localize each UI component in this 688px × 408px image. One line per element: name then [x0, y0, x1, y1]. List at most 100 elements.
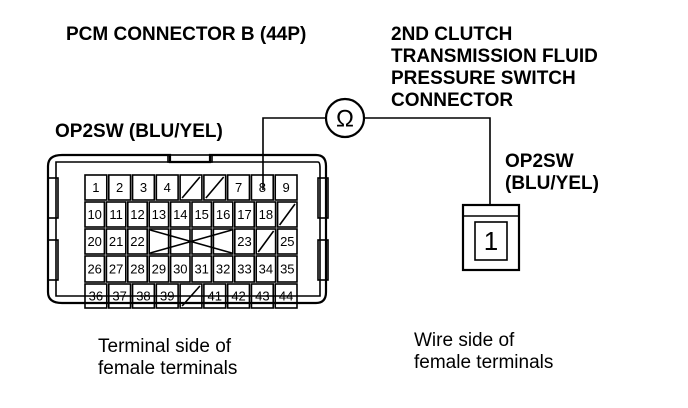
- pcm-caption-line1: Terminal side of: [98, 336, 232, 357]
- pcm-terminal-cell: [84, 201, 106, 228]
- pcm-terminal-cell: [148, 255, 170, 283]
- pcm-terminal-cell: [250, 283, 275, 309]
- pcm-terminal-cell: [169, 228, 191, 255]
- pcm-terminal-cell: [191, 201, 213, 228]
- pcm-terminal-cell: [255, 201, 277, 228]
- pcm-terminal-7: 7: [235, 180, 242, 195]
- pcm-terminal-27: 27: [109, 262, 123, 277]
- blank-terminal-cross: [149, 229, 233, 254]
- pcm-terminal-31: 31: [194, 262, 208, 277]
- pcm-terminal-cell: [84, 283, 108, 309]
- pcm-terminal-cell: [131, 283, 156, 309]
- pcm-terminal-cell: [84, 228, 106, 255]
- pcm-terminal-cell: [203, 283, 227, 309]
- blank-terminal-slash: [278, 203, 296, 226]
- pcm-terminal-cell: [155, 283, 179, 309]
- pcm-terminal-cell: [212, 255, 234, 283]
- pcm-terminal-11: 11: [109, 207, 123, 222]
- pcm-terminal-cell: [212, 228, 234, 255]
- pcm-terminal-cell: [84, 255, 106, 283]
- switch-title-line2: TRANSMISSION FLUID: [391, 46, 598, 67]
- pcm-terminal-25: 25: [280, 234, 294, 249]
- pcm-terminal-cell: [169, 201, 191, 228]
- blank-terminal-slash: [181, 176, 201, 199]
- pcm-connector-housing: [46, 153, 329, 305]
- pcm-terminal-33: 33: [237, 262, 251, 277]
- pcm-terminal-34: 34: [259, 262, 273, 277]
- pcm-terminal-cell: [203, 174, 227, 201]
- pcm-terminal-cell: [179, 283, 203, 309]
- pcm-terminal-32: 32: [216, 262, 230, 277]
- switch-connector: 1: [461, 203, 521, 272]
- pcm-terminal-18: 18: [259, 207, 273, 222]
- pcm-terminal-9: 9: [282, 180, 289, 195]
- switch-wire-label-line2: (BLU/YEL): [505, 173, 599, 194]
- pcm-terminal-22: 22: [130, 234, 144, 249]
- pcm-terminal-cell: [250, 174, 275, 201]
- pcm-terminal-cell: [107, 174, 132, 201]
- pcm-terminal-15: 15: [194, 207, 208, 222]
- pcm-terminal-38: 38: [136, 289, 150, 304]
- blank-terminal-slash: [205, 176, 225, 199]
- pcm-terminal-37: 37: [112, 289, 126, 304]
- pcm-terminal-cell: [127, 201, 149, 228]
- pcm-terminal-4: 4: [164, 180, 171, 195]
- pcm-terminal-10: 10: [87, 207, 101, 222]
- ohm-symbol-icon: Ω: [336, 106, 354, 133]
- pcm-terminal-cell: [234, 201, 256, 228]
- pcm-terminal-cell: [276, 255, 298, 283]
- pcm-terminal-cell: [127, 228, 149, 255]
- pcm-terminal-44: 44: [279, 289, 293, 304]
- pcm-terminal-cell: [148, 201, 170, 228]
- pcm-terminal-2: 2: [116, 180, 123, 195]
- pcm-terminal-20: 20: [87, 234, 101, 249]
- pcm-caption-line2: female terminals: [98, 358, 237, 379]
- pcm-terminal-41: 41: [208, 289, 222, 304]
- pcm-terminal-29: 29: [152, 262, 166, 277]
- pcm-terminal-26: 26: [87, 262, 101, 277]
- pcm-terminal-cell: [148, 228, 170, 255]
- pcm-terminal-36: 36: [89, 289, 103, 304]
- blank-terminal-slash: [257, 230, 275, 253]
- switch-wire-label-line1: OP2SW: [505, 151, 574, 172]
- pcm-terminal-23: 23: [237, 234, 251, 249]
- switch-caption-line2: female terminals: [414, 352, 553, 373]
- probe-wire-switch: [364, 117, 491, 205]
- pcm-terminal-cell: [105, 255, 127, 283]
- pcm-terminal-cell: [191, 255, 213, 283]
- pcm-terminal-1: 1: [92, 180, 99, 195]
- pcm-terminal-cell: [127, 255, 149, 283]
- pcm-terminal-21: 21: [109, 234, 123, 249]
- pcm-terminal-28: 28: [130, 262, 144, 277]
- switch-title-line3: PRESSURE SWITCH: [391, 68, 576, 89]
- pcm-terminal-3: 3: [140, 180, 147, 195]
- pcm-connector-title: PCM CONNECTOR B (44P): [66, 24, 306, 45]
- pcm-terminal-39: 39: [160, 289, 174, 304]
- pcm-terminal-14: 14: [173, 207, 187, 222]
- blank-terminal-slash: [181, 285, 201, 307]
- pcm-wire-label: OP2SW (BLU/YEL): [55, 121, 223, 142]
- switch-title-line1: 2ND CLUTCH: [391, 24, 512, 45]
- pcm-terminal-cell: [105, 228, 127, 255]
- switch-terminal-1: 1: [484, 226, 498, 256]
- pcm-terminal-cell: [276, 201, 298, 228]
- pcm-terminal-17: 17: [237, 207, 251, 222]
- pcm-terminal-cell: [255, 255, 277, 283]
- switch-title-line4: CONNECTOR: [391, 90, 513, 111]
- pcm-terminal-42: 42: [231, 289, 245, 304]
- pcm-terminal-12: 12: [130, 207, 144, 222]
- pcm-terminal-cell: [226, 174, 251, 201]
- pcm-terminal-16: 16: [216, 207, 230, 222]
- pcm-terminal-cell: [212, 201, 234, 228]
- pcm-terminal-cell: [179, 174, 203, 201]
- pcm-terminal-cell: [155, 174, 179, 201]
- pcm-terminal-30: 30: [173, 262, 187, 277]
- pcm-terminal-cell: [255, 228, 277, 255]
- pcm-terminal-cell: [105, 201, 127, 228]
- pcm-terminal-cell: [234, 228, 256, 255]
- pcm-terminal-cell: [274, 283, 298, 309]
- pcm-terminal-cell: [234, 255, 256, 283]
- pcm-terminal-cell: [107, 283, 132, 309]
